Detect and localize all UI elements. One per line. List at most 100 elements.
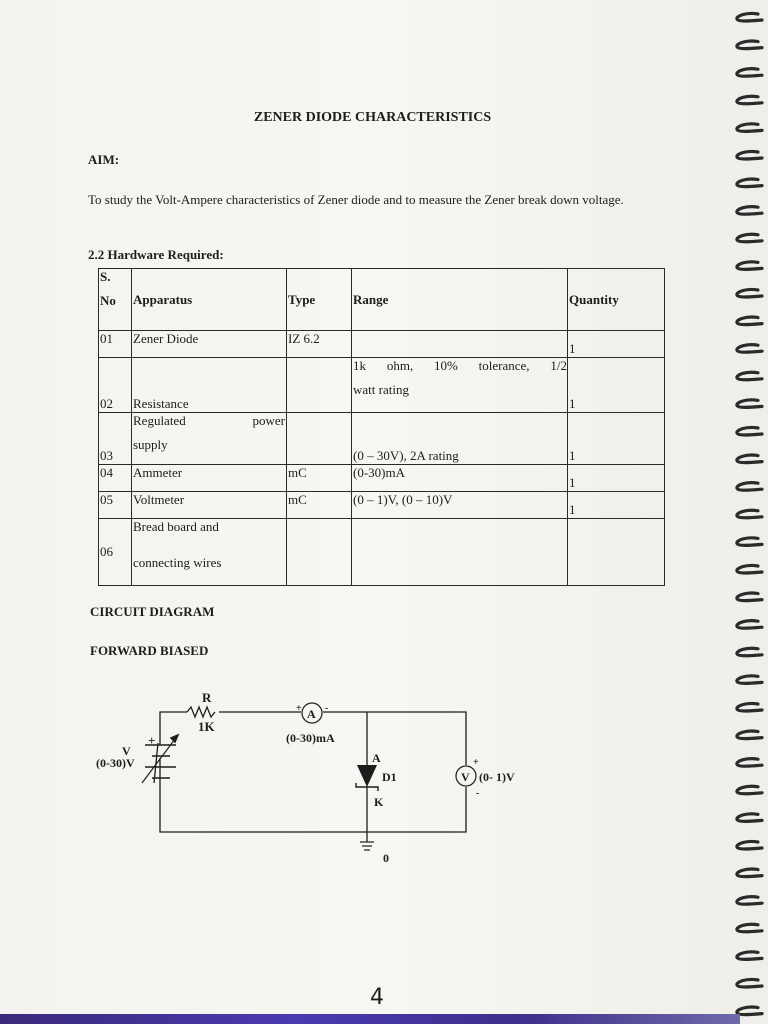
diode-name-label: D1 xyxy=(382,770,397,784)
cell-sno: 05 xyxy=(98,491,132,519)
header-sno-line1: S. xyxy=(100,269,111,284)
battery-symbol xyxy=(141,733,180,784)
binding-coil xyxy=(735,563,764,575)
ammeter-plus: + xyxy=(296,703,302,714)
voltmeter-symbol xyxy=(455,765,477,787)
ammeter-minus: - xyxy=(325,703,328,714)
binding-coil xyxy=(735,177,764,189)
ground-symbol xyxy=(360,841,374,851)
source-label: V xyxy=(122,744,131,758)
binding-coil xyxy=(735,1005,764,1017)
header-range: Range xyxy=(351,268,568,331)
cell-sno: 02 xyxy=(98,357,132,413)
cell-type: mC xyxy=(286,491,352,519)
voltmeter-range: (0- 1)V xyxy=(479,770,515,784)
binding-coil xyxy=(735,370,764,382)
voltmeter-letter: V xyxy=(461,770,470,784)
table-row: 05 Voltmeter mC (0 – 1)V, (0 – 10)V 1 xyxy=(98,491,665,519)
binding-coil xyxy=(735,839,764,851)
binding-coil xyxy=(735,950,764,962)
cell-quantity: 1 xyxy=(567,330,665,358)
hardware-heading: 2.2 Hardware Required: xyxy=(88,247,224,262)
range-line: watt rating xyxy=(353,382,409,397)
binding-coil xyxy=(735,757,764,768)
cell-sno: 01 xyxy=(98,330,132,358)
table-row: 04 Ammeter mC (0-30)mA 1 xyxy=(98,464,665,492)
binding-coil xyxy=(735,11,764,23)
binding-coil xyxy=(735,867,764,879)
header-sno-line2: No xyxy=(100,293,116,308)
binding-coil xyxy=(735,646,764,658)
binding-coil xyxy=(735,701,764,713)
cell-quantity: 1 xyxy=(567,412,665,465)
apparatus-line: supply xyxy=(133,437,168,452)
table-row: 06 Bread board and connecting wires xyxy=(98,518,665,586)
apparatus-line: connecting wires xyxy=(133,555,222,570)
table-row: 03 Regulated power supply (0 – 30V), 2A … xyxy=(98,412,665,465)
binding-coil xyxy=(735,315,764,327)
binding-coil xyxy=(735,67,764,78)
binding-coil xyxy=(735,39,764,51)
page-title: ZENER DIODE CHARACTERISTICS xyxy=(253,110,492,125)
circuit-wires xyxy=(153,705,467,842)
binding-coil xyxy=(735,453,764,465)
voltmeter-plus: + xyxy=(473,757,479,768)
binding-coil xyxy=(735,425,764,437)
binding-coil xyxy=(735,205,764,216)
header-sno: S. No xyxy=(98,268,132,331)
header-type: Type xyxy=(286,268,352,331)
binding-coil xyxy=(735,922,764,934)
binding-coil xyxy=(735,536,764,548)
binding-coil xyxy=(735,729,764,741)
binding-coil xyxy=(735,149,764,161)
cell-apparatus: Bread board and connecting wires xyxy=(131,518,287,586)
circuit-diagram-heading: CIRCUIT DIAGRAM xyxy=(90,604,215,619)
ground-label: 0 xyxy=(383,851,389,865)
table-row: 01 Zener Diode IZ 6.2 1 xyxy=(98,330,665,358)
binding-coil xyxy=(735,481,764,492)
spiral-binding xyxy=(735,11,764,1017)
table-header-row: S. No Apparatus Type Range Quantity xyxy=(98,268,665,331)
binding-coil xyxy=(735,591,764,603)
diode-anode-label: A xyxy=(372,751,381,765)
table-row: 02 Resistance 1k ohm, 10% tolerance, 1/2… xyxy=(98,357,665,413)
binding-coil xyxy=(735,784,764,796)
cell-apparatus: Regulated power supply xyxy=(131,412,287,465)
binding-coil xyxy=(735,619,764,630)
ammeter-letter: A xyxy=(307,707,316,721)
binding-coil xyxy=(735,674,764,686)
cell-range xyxy=(351,330,568,358)
binding-coil xyxy=(735,508,764,520)
cell-apparatus: Zener Diode xyxy=(131,330,287,358)
binding-coil xyxy=(735,287,764,299)
range-line: 1k ohm, 10% tolerance, 1/2 xyxy=(353,358,567,373)
cell-apparatus: Voltmeter xyxy=(131,491,287,519)
page-number: 4 xyxy=(370,985,384,1010)
binding-coil xyxy=(735,895,764,906)
aim-text: To study the Volt-Ampere characteristics… xyxy=(88,192,624,207)
binding-coil xyxy=(735,260,764,271)
binding-coil xyxy=(735,343,764,354)
aim-heading: AIM: xyxy=(88,152,120,167)
apparatus-line: Regulated power xyxy=(133,413,286,429)
cell-type: IZ 6.2 xyxy=(286,330,352,358)
header-apparatus: Apparatus xyxy=(131,268,287,331)
forward-biased-heading: FORWARD BIASED xyxy=(90,643,209,658)
resistor-value: 1K xyxy=(198,719,216,734)
apparatus-word: Regulated xyxy=(133,413,186,428)
binding-coil xyxy=(735,398,764,409)
binding-coil xyxy=(735,94,764,106)
circuit-diagram: R 1K + - A (0-30)mA + V (0-30)V A D1 K +… xyxy=(96,690,515,865)
cell-apparatus: Resistance xyxy=(131,357,287,413)
source-plus: + xyxy=(148,733,155,748)
cell-apparatus: Ammeter xyxy=(131,464,287,492)
apparatus-line: Bread board and xyxy=(133,519,219,534)
cell-type: mC xyxy=(286,464,352,492)
binding-coil xyxy=(735,812,764,824)
cell-range: (0 – 30V), 2A rating xyxy=(351,412,568,465)
cell-sno: 03 xyxy=(98,412,132,465)
apparatus-word: power xyxy=(252,413,286,428)
cell-quantity: 1 xyxy=(567,357,665,413)
binding-coil xyxy=(735,122,764,133)
